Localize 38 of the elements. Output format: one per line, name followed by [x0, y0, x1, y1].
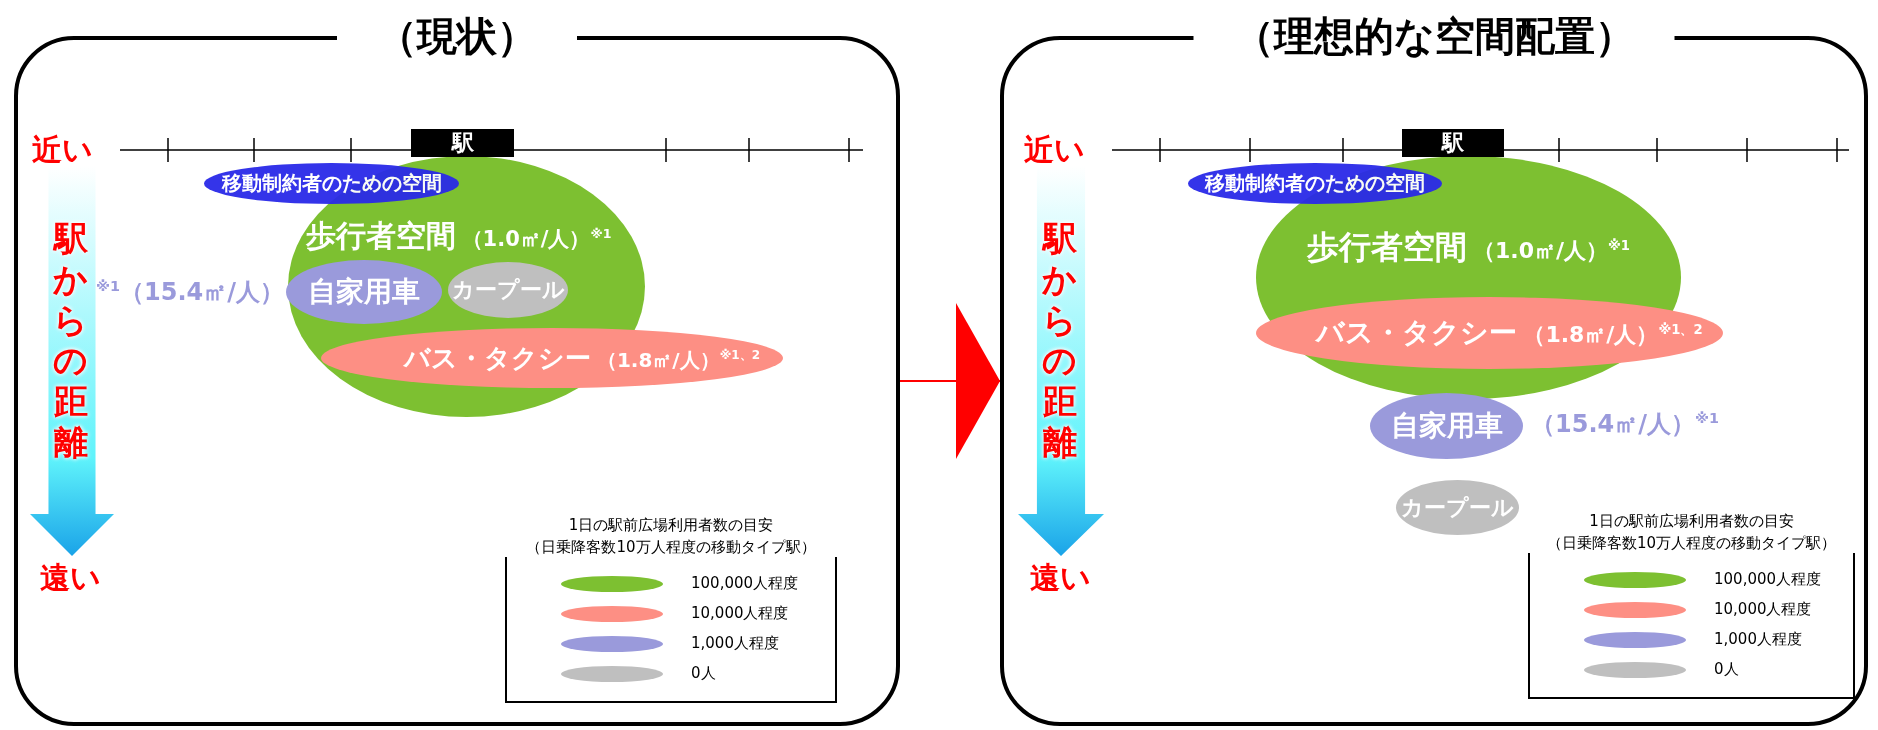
legend-label: 100,000人程度 [691, 574, 799, 593]
zone-label: カープール [1401, 493, 1514, 522]
zone-label: 自家用車 [308, 274, 420, 310]
area-per-person-label: （1.0㎡/人）$^{※1}$ [1473, 236, 1630, 265]
legend-title: （日乗降客数10万人程度の移動タイプ駅） [1528, 534, 1855, 553]
legend-label: 10,000人程度 [1714, 600, 1812, 619]
distance-label: 近い [1024, 131, 1085, 169]
zone-label: カープール [451, 276, 565, 304]
zone-label: 歩行者空間 [305, 217, 456, 255]
legend-label: 100,000人程度 [1714, 570, 1822, 589]
axis-title: 駅からの距離 [1041, 218, 1081, 463]
area-per-person-label: （1.0㎡/人）$^{※1}$ [461, 225, 612, 253]
station-label: 駅 [1442, 129, 1464, 157]
area-per-person-label: $^{※1}$（15.4㎡/人） [96, 277, 284, 308]
area-per-person-label: （1.8㎡/人）$^{※1、2}$ [596, 346, 761, 374]
station-label: 駅 [451, 129, 474, 157]
arrow [899, 303, 1001, 459]
axis-title: 駅からの距離 [52, 218, 92, 463]
zone-label: 歩行者空間 [1307, 226, 1467, 268]
distance-label: 遠い [40, 559, 101, 597]
legend-title: （日乗降客数10万人程度の移動タイプ駅） [505, 538, 837, 557]
zone-label: バス・タクシー [403, 341, 591, 375]
legend-label: 10,000人程度 [691, 604, 789, 623]
station-box [411, 129, 514, 157]
legend-label: 0人 [691, 664, 716, 683]
distance-label: 遠い [1030, 559, 1091, 597]
station-box [1402, 129, 1504, 157]
area-per-person-label: （1.8㎡/人）$^{※1、2}$ [1523, 320, 1703, 349]
legend-label: 0人 [1714, 660, 1739, 679]
legend-label: 1,000人程度 [1714, 630, 1802, 649]
legend-label: 1,000人程度 [691, 634, 779, 653]
zone-label: 自家用車 [1390, 408, 1503, 444]
area-per-person-label: （15.4㎡/人）$^{※1}$ [1531, 409, 1719, 440]
distance-label: 近い [32, 131, 93, 169]
zone-label: 移動制約者のための空間 [221, 170, 442, 197]
zone-ellipse [286, 260, 442, 324]
zone-label: バス・タクシー [1316, 315, 1518, 351]
zone-label: 移動制約者のための空間 [1205, 170, 1425, 197]
